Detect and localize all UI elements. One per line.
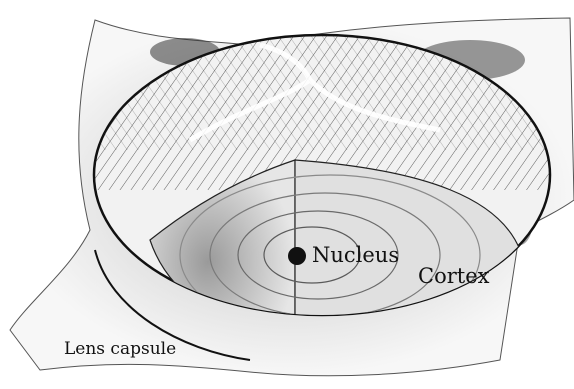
nucleus-core xyxy=(288,247,306,265)
cortex-label: Cortex xyxy=(418,266,489,287)
lens-capsule-label: Lens capsule xyxy=(64,341,176,358)
nucleus-label: Nucleus xyxy=(312,245,399,266)
